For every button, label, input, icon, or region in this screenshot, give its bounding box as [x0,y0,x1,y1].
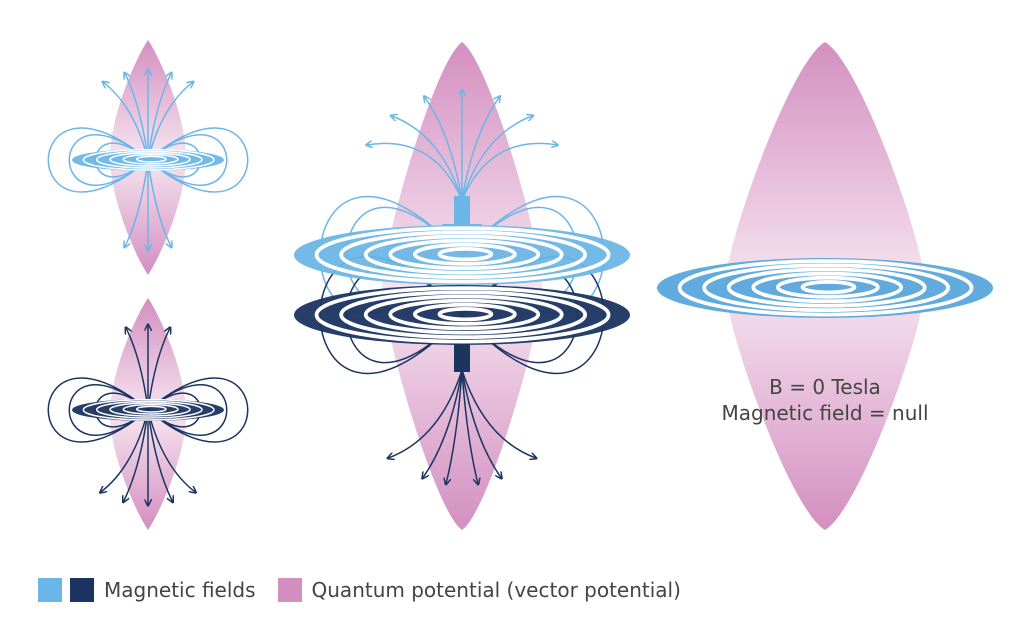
coil-spiral-dark-large-turn [339,290,588,340]
legend: Magnetic fields Quantum potential (vecto… [38,578,703,602]
legend-label-magnetic-fields: Magnetic fields [104,578,256,602]
coil-spiral-light-large-turn [363,234,564,275]
field-ray-light-up [461,143,557,201]
field-ray-light-up [461,116,533,201]
coil-spiral-light-large-turn [437,246,494,262]
coil-spiral-light-small-turn [82,148,215,171]
field-loop-light [147,127,249,193]
coil-spiral-dark-large-turn [363,294,564,335]
field-ray-dark-down [461,369,501,478]
field-ray-dark-down [423,369,463,478]
field-loop-light [47,127,149,193]
field-ray-dark-down [101,409,149,492]
field-loop-dark [147,384,228,436]
field-ray-light-up [391,116,463,201]
coil-spiral-right-turn [726,267,927,308]
field-ray-dark-down [446,369,463,484]
field-ray-light-up [424,97,463,201]
legend-swatch-pink [277,578,302,602]
field-ray-dark-down [461,369,536,458]
coil-spiral-dark-large-turn [437,306,494,322]
field-ray-light-up [461,97,500,201]
magnetic-field-null-label: Magnetic field = null [721,401,929,425]
coil-spiral-dark-large-turn [412,302,517,326]
legend-label-quantum-potential: Quantum potential (vector potential) [311,578,681,602]
coil-spiral-right-turn [775,275,880,299]
field-loop-light [147,134,228,186]
coil-spiral-light-small-turn [122,153,179,165]
coil-spiral-light-large-turn [388,238,541,271]
tesla-value-label: B = 0 Tesla [769,375,881,399]
coil-spiral-dark-large-turn [314,286,611,344]
coil-spiral-dark-small-turn [122,403,179,415]
field-loop-dark [147,377,249,443]
coil-spiral-dark-large-turn [388,298,541,331]
field-ray-light-up [367,143,463,201]
legend-swatch-dark-blue [70,578,94,602]
field-annotation: B = 0 Tesla Magnetic field = null [690,374,960,426]
field-loop-dark [47,377,149,443]
field-ray-dark-down [388,369,463,458]
legend-swatch-light-blue [38,578,62,602]
coil-spiral-dark-small-turn [95,400,203,419]
coil-spiral-light-large-turn [314,226,611,284]
field-ray-dark-down [461,369,478,484]
field-ray-dark-down [123,409,149,502]
coil-spiral-light-small-turn [109,152,191,167]
coil-spiral-light-small-turn [95,150,203,169]
coil-spirals [72,148,993,421]
coil-spiral-right-turn [751,271,904,304]
field-loop-light [68,134,149,186]
field-ray-dark-down [147,409,196,492]
coil-spiral-right-turn [677,259,974,317]
coil-spiral-light-large-turn [412,242,517,266]
coil-spiral-right-turn [702,263,951,313]
coil-spiral-dark-small-turn [82,398,215,421]
field-loop-dark [68,384,149,436]
field-ray-dark-down [147,409,173,502]
coil-spiral-dark-small-turn [109,402,191,417]
coil-spiral-dark-small-turn [135,405,167,413]
coil-spiral-right-turn [800,279,857,295]
coil-spiral-light-small-turn [135,155,167,163]
coil-spiral-light-large-turn [339,230,588,280]
